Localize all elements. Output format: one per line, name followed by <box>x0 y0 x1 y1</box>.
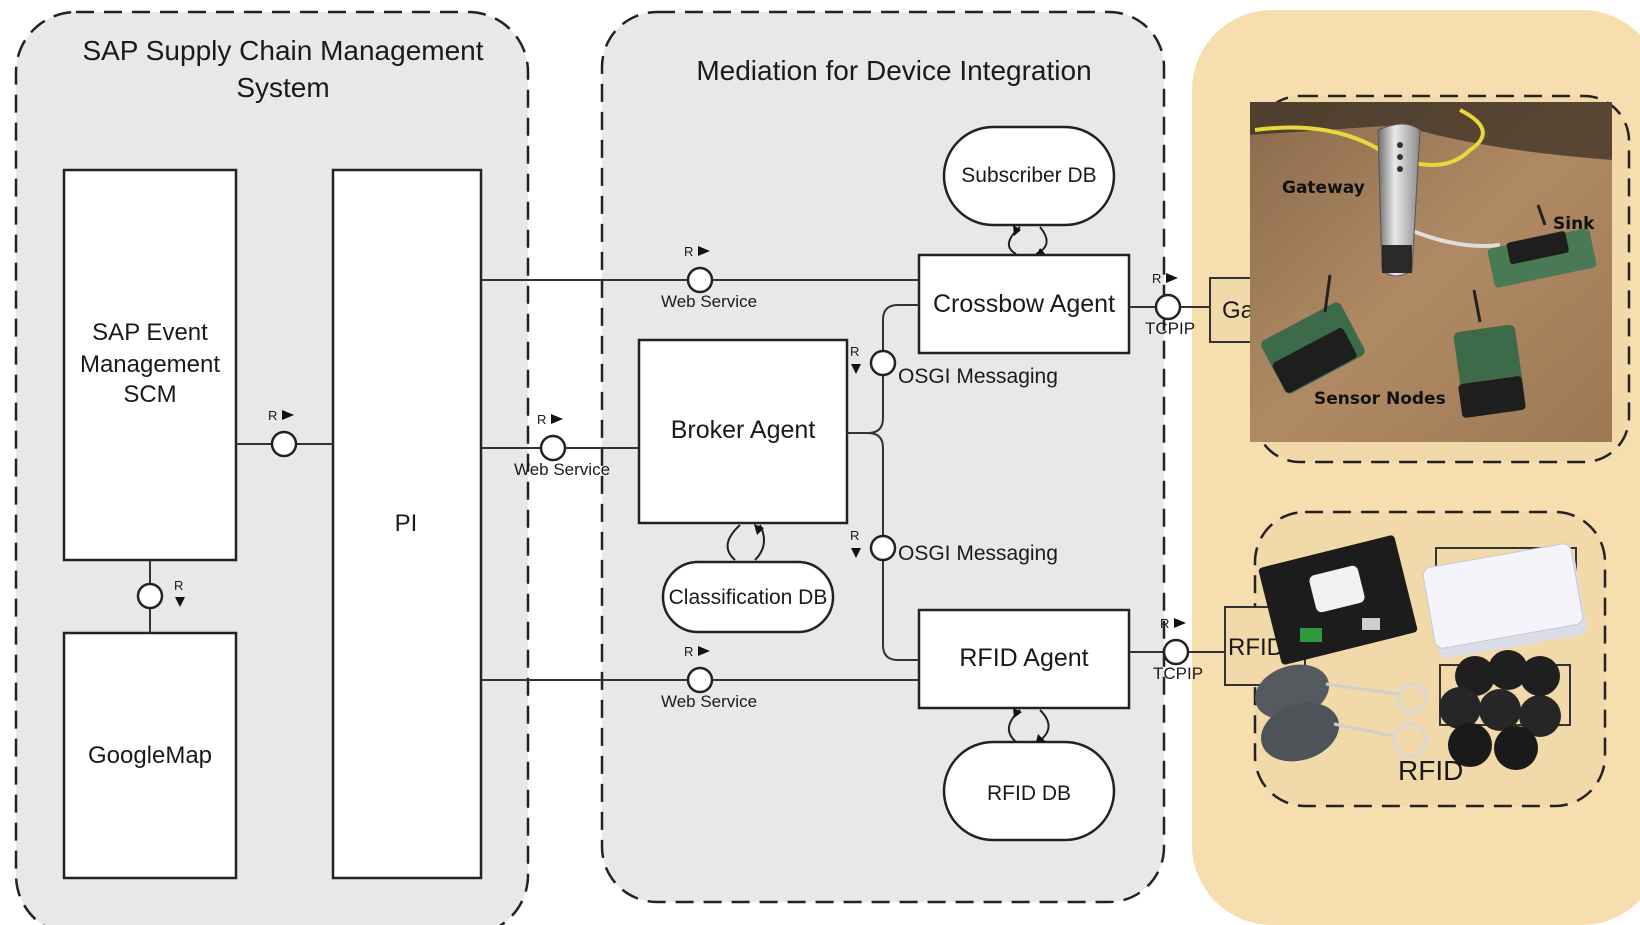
pi-label: PI <box>395 510 418 537</box>
background-shadow <box>1250 102 1612 160</box>
rfid-reader-box-label: RFID <box>1228 634 1284 661</box>
pi-broker-interface <box>539 434 567 462</box>
device-region: Ga RFID RFID <box>1192 10 1640 925</box>
rfid-db-label: RFID DB <box>987 782 1071 805</box>
crossbow-gateway-interface <box>1154 293 1182 321</box>
pi-rfid-r-arrow <box>698 646 710 656</box>
em-gm-interface <box>136 582 164 610</box>
crossbow-gateway-r-label: R <box>1152 271 1161 286</box>
rfid-reader-board <box>1258 535 1418 665</box>
pi-broker-label: Web Service <box>514 460 610 479</box>
mediation-region: Mediation for Device Integration Subscri… <box>600 10 1166 904</box>
mediation-title: Mediation for Device Integration <box>696 55 1091 86</box>
classification-db <box>661 560 835 634</box>
event-management-line1: SAP Event <box>92 319 208 346</box>
rfid-db <box>942 740 1116 842</box>
photo-label-sensor-nodes: Sensor Nodes <box>1314 389 1446 409</box>
sensor-node-left <box>1261 274 1365 394</box>
osgi-upper-r-arrow <box>851 364 861 374</box>
crossbow-gateway-r-arrow <box>1166 273 1178 283</box>
scm-region: SAP Supply Chain Management System SAP E… <box>14 10 530 925</box>
gateway-device <box>1377 123 1421 277</box>
pi-rfid-interface <box>686 666 714 694</box>
photo-label-gateway: Gateway <box>1282 178 1365 198</box>
rfid-db-link-arrow-up <box>1013 708 1022 718</box>
scm-title-line2: System <box>236 72 329 103</box>
rfid-bottom-label: RFID <box>1398 755 1463 786</box>
pi-rfid-r-label: R <box>684 644 693 659</box>
rfid-key-fobs <box>1254 664 1428 762</box>
osgi-interface-upper <box>869 349 897 377</box>
yellow-cable <box>1254 108 1485 167</box>
rfid-reader-r-arrow <box>1174 618 1186 628</box>
osgi-upper-r-label: R <box>850 344 859 359</box>
pi-broker-r-label: R <box>537 412 546 427</box>
photo-label-sink: Sink <box>1553 214 1595 234</box>
pi-crossbow-interface <box>686 266 714 294</box>
sensor-node-right <box>1453 289 1526 418</box>
em-pi-r-arrow <box>282 410 294 420</box>
gateway-box-label: Ga <box>1222 297 1255 324</box>
subscriber-db-link-arrow-up <box>1013 225 1021 236</box>
sensor-photo: Gateway Sink Sensor Nodes <box>1250 102 1612 442</box>
event-management-box <box>62 168 238 562</box>
osgi-lower-r-label: R <box>850 528 859 543</box>
pi-rfid-label: Web Service <box>661 692 757 711</box>
em-gm-r-label: R <box>174 578 183 593</box>
crossbow-agent-label: Crossbow Agent <box>933 290 1115 318</box>
classification-db-label: Classification DB <box>669 586 828 609</box>
pi-crossbow-r-arrow <box>698 246 710 256</box>
osgi-lower-r-arrow <box>851 548 861 558</box>
event-management-line3: SCM <box>123 381 176 408</box>
broker-agent-label: Broker Agent <box>671 416 816 444</box>
pi-broker-r-arrow <box>551 414 563 424</box>
crossbow-agent-box <box>917 253 1131 355</box>
usb-cable <box>1409 228 1501 248</box>
event-management-line2: Management <box>80 351 220 378</box>
rfid-agent-label: RFID Agent <box>959 644 1088 672</box>
em-gm-r-arrow <box>175 597 185 607</box>
subscriber-db-label: Subscriber DB <box>961 164 1096 187</box>
sink-device <box>1487 204 1597 288</box>
pi-crossbow-label: Web Service <box>661 292 757 311</box>
googlemap-label: GoogleMap <box>88 742 212 769</box>
rfid-cards <box>1422 543 1587 659</box>
pi-box <box>331 168 483 880</box>
em-pi-r-label: R <box>268 408 277 423</box>
broker-agent-box <box>637 338 849 525</box>
rfid-reader-r-label: R <box>1160 616 1169 631</box>
crossbow-gateway-label: TCPIP <box>1145 319 1195 338</box>
rfid-reader-interface <box>1162 638 1190 666</box>
osgi-interface-lower <box>869 534 897 562</box>
rfid-agent-box <box>917 608 1131 710</box>
pi-crossbow-r-label: R <box>684 244 693 259</box>
rfid-db-link-arrow-down <box>1036 734 1046 742</box>
osgi-lower-label: OSGI Messaging <box>898 542 1058 565</box>
rfid-reader-label: TCPIP <box>1153 664 1203 683</box>
googlemap-box <box>62 631 238 880</box>
osgi-upper-label: OSGI Messaging <box>898 365 1058 388</box>
scm-title-line1: SAP Supply Chain Management <box>82 35 483 66</box>
subscriber-db <box>942 125 1116 227</box>
connections: R Web Service R Web Service R Web Servic… <box>481 244 1225 711</box>
classification-db-link-arrow <box>754 524 764 535</box>
rfid-disc-tags <box>1439 650 1561 770</box>
em-pi-interface <box>270 430 298 458</box>
